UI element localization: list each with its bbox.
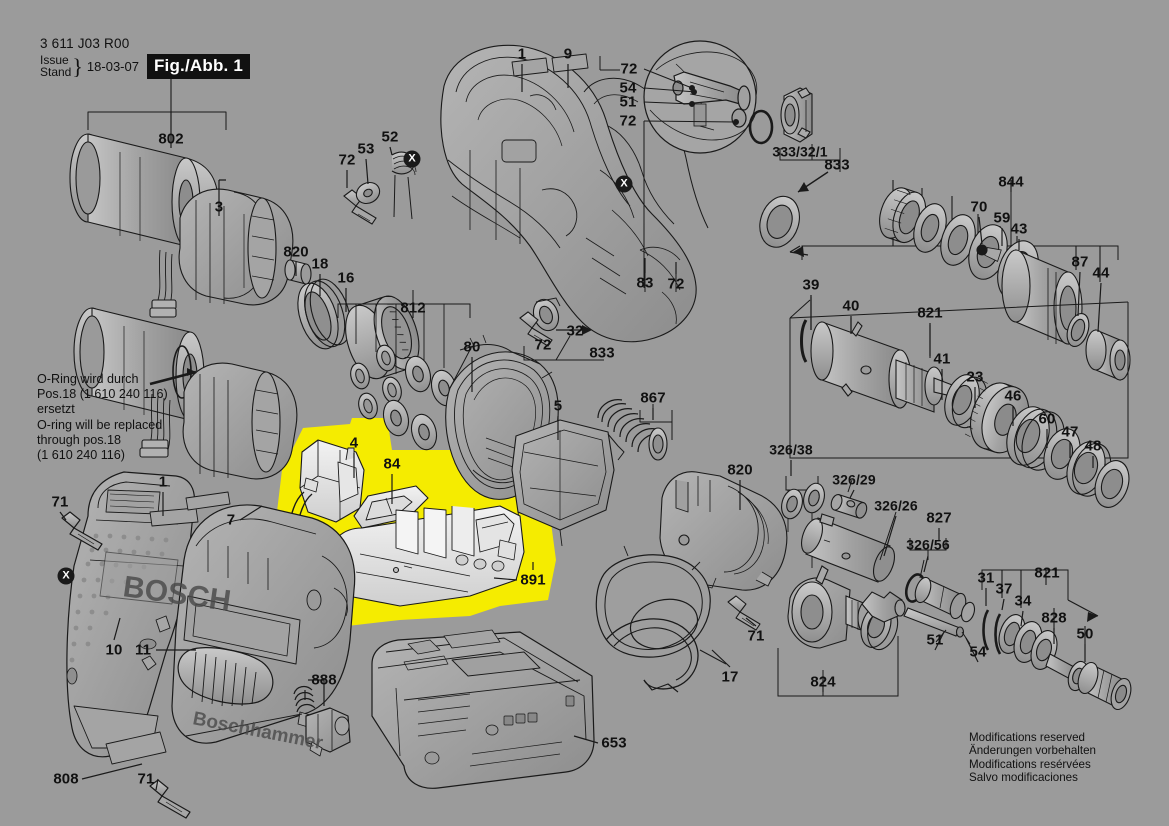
part-callout-1: 1 (517, 45, 527, 63)
part-callout-16: 16 (337, 269, 355, 287)
part-callout-84: 84 (383, 455, 401, 473)
part-callout-70: 70 (970, 198, 988, 216)
part-callout-833: 833 (589, 344, 615, 362)
part-callout-71: 71 (137, 770, 155, 788)
part-callout-60: 60 (1038, 410, 1056, 428)
x-marker-upper: X (403, 150, 421, 168)
part-callout-48: 48 (1084, 437, 1102, 455)
part-callout-43: 43 (1010, 220, 1028, 238)
part-callout-87: 87 (1071, 253, 1089, 271)
part-callout-326-38: 326/38 (769, 441, 813, 458)
part-callout-812: 812 (400, 299, 426, 317)
part-callout-39: 39 (802, 276, 820, 294)
document-date: 18-03-07 (86, 59, 139, 74)
part-callout-52: 52 (381, 128, 399, 146)
part-callout-4: 4 (349, 434, 359, 452)
modifications-footer: Modifications reserved Änderungen vorbeh… (969, 731, 1096, 785)
part-callout-44: 44 (1092, 264, 1110, 282)
part-callout-820: 820 (727, 461, 753, 479)
brace-glyph: } (72, 53, 83, 79)
part-callout-72: 72 (338, 151, 356, 169)
part-callout-808: 808 (53, 770, 79, 788)
stand-label: Stand (40, 64, 72, 79)
x-marker-handle: X (57, 567, 75, 585)
part-callout-54: 54 (969, 643, 987, 661)
part-callout-7: 7 (226, 511, 236, 529)
document-header: 3 611 J03 R00 Issue Stand } 18-03-07 Fig… (40, 36, 251, 79)
leader-lines (59, 64, 1102, 791)
part-callout-824: 824 (810, 673, 836, 691)
part-callout-72: 72 (667, 275, 685, 293)
part-callout-80: 80 (463, 338, 481, 356)
part-callout-17: 17 (721, 668, 739, 686)
part-callout-3: 3 (214, 198, 224, 216)
part-callout-802: 802 (158, 130, 184, 148)
part-callout-59: 59 (993, 209, 1011, 227)
part-callout-888: 888 (311, 671, 337, 689)
part-callout-653: 653 (601, 734, 627, 752)
part-callout-833: 833 (824, 156, 850, 174)
part-callout-891: 891 (520, 571, 546, 589)
oring-note: O-Ring wird durch Pos.18 (1 610 240 116)… (37, 372, 168, 463)
part-callout-47: 47 (1061, 423, 1079, 441)
x-marker-lower: X (615, 175, 633, 193)
part-callout-37: 37 (995, 580, 1013, 598)
part-callout-71: 71 (51, 493, 69, 511)
part-callout-54: 54 (619, 79, 637, 97)
part-callout-821: 821 (917, 304, 943, 322)
part-callout-40: 40 (842, 297, 860, 315)
part-callout-821: 821 (1034, 564, 1060, 582)
part-callout-18: 18 (311, 255, 329, 273)
issue-label: Issue (40, 53, 69, 67)
part-callout-828: 828 (1041, 609, 1067, 627)
part-callout-867: 867 (640, 389, 666, 407)
part-callout-333-32-1: 333/32/1 (772, 143, 828, 160)
part-callout-46: 46 (1004, 387, 1022, 405)
part-callout-5: 5 (553, 397, 563, 415)
part-callout-31: 31 (977, 569, 995, 587)
part-callout-53: 53 (357, 140, 375, 158)
part-callout-72: 72 (620, 60, 638, 78)
part-callout-72: 72 (619, 112, 637, 130)
part-callout-50: 50 (1076, 625, 1094, 643)
part-callout-1: 1 (158, 473, 168, 491)
part-callout-34: 34 (1014, 592, 1032, 610)
part-callout-11: 11 (134, 641, 152, 659)
issue-stand-labels: Issue Stand (40, 53, 72, 79)
document-code: 3 611 J03 R00 (40, 36, 130, 51)
part-callout-23: 23 (966, 368, 984, 386)
part-callout-827: 827 (926, 509, 952, 527)
part-callout-326-56: 326/56 (906, 536, 950, 553)
part-callout-71: 71 (747, 627, 765, 645)
part-callout-51: 51 (926, 631, 944, 649)
part-callout-844: 844 (998, 173, 1024, 191)
part-callout-820: 820 (283, 243, 309, 261)
part-callout-51: 51 (619, 93, 637, 111)
part-callout-10: 10 (105, 641, 123, 659)
figure-badge: Fig./Abb. 1 (146, 54, 251, 79)
part-callout-32: 32 (566, 322, 584, 340)
part-callout-83: 83 (636, 274, 654, 292)
part-callout-326-26: 326/26 (874, 497, 918, 514)
part-callout-326-29: 326/29 (832, 471, 876, 488)
part-callout-9: 9 (563, 45, 573, 63)
part-callout-72: 72 (534, 336, 552, 354)
part-callout-41: 41 (933, 350, 951, 368)
